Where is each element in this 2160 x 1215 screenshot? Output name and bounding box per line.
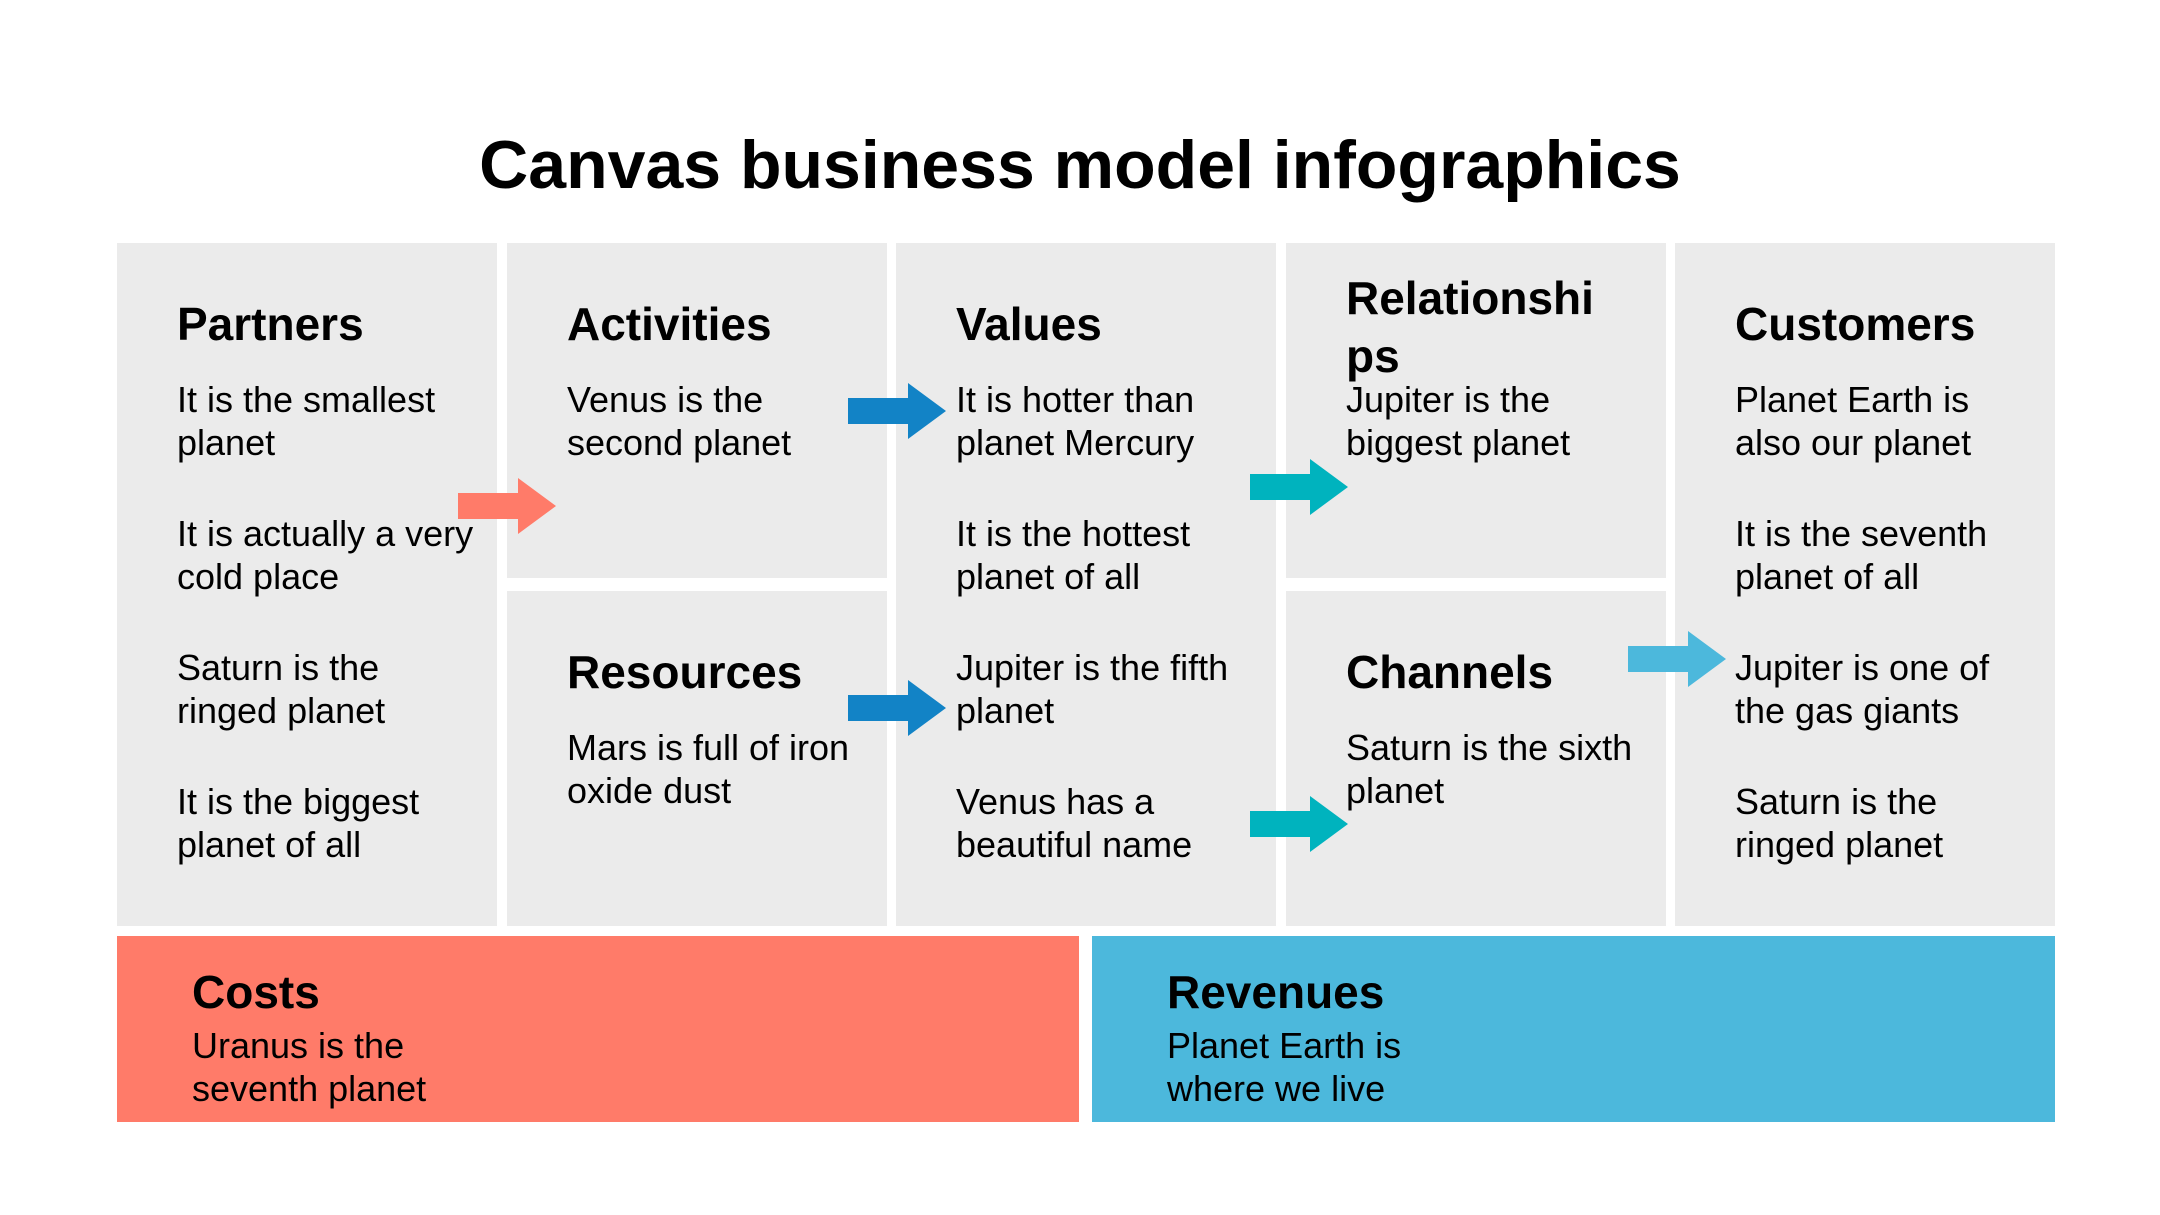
channels-list: Saturn is the sixth planet — [1346, 726, 1646, 860]
list-item: Mars is full of iron oxide dust — [567, 727, 850, 811]
customers-block: Customers Planet Earth is also our plane… — [1675, 243, 2055, 926]
relationships-list: Jupiter is the biggest planet — [1346, 378, 1646, 512]
partners-list: It is the smallest planet It is actually… — [177, 378, 477, 914]
customers-list: Planet Earth is also our planet It is th… — [1735, 378, 2035, 914]
list-item: It is hotter than planet Mercury — [956, 379, 1195, 463]
list-item: Venus has a beautiful name — [956, 781, 1193, 865]
resources-list: Mars is full of iron oxide dust — [567, 726, 867, 860]
values-list: It is hotter than planet Mercury It is t… — [956, 378, 1256, 914]
arrow-right-icon — [458, 478, 556, 534]
values-block: Values It is hotter than planet Mercury … — [896, 243, 1276, 926]
revenues-text: Planet Earth is where we live — [1167, 1025, 1402, 1109]
channels-heading: Channels — [1346, 646, 1554, 698]
relationships-block: Relationships Jupiter is the biggest pla… — [1286, 243, 1666, 578]
list-item: Venus is the second planet — [567, 379, 792, 463]
activities-block: Activities Venus is the second planet — [507, 243, 887, 578]
revenues-heading: Revenues — [1167, 966, 1385, 1018]
list-item: Saturn is the ringed planet — [1735, 781, 1944, 865]
customers-heading: Customers — [1735, 298, 1976, 350]
resources-block: Resources Mars is full of iron oxide dus… — [507, 591, 887, 926]
resources-heading: Resources — [567, 646, 803, 698]
list-item: It is the biggest planet of all — [177, 781, 420, 865]
relationships-heading: Relationships — [1346, 272, 1594, 382]
activities-heading: Activities — [567, 298, 772, 350]
list-item: Jupiter is the fifth planet — [956, 647, 1229, 731]
list-item: It is the hottest planet of all — [956, 513, 1191, 597]
costs-heading: Costs — [192, 966, 320, 1018]
list-item: It is the seventh planet of all — [1735, 513, 1988, 597]
list-item: Jupiter is one of the gas giants — [1735, 647, 1990, 731]
activities-list: Venus is the second planet — [567, 378, 867, 512]
partners-block: Partners It is the smallest planet It is… — [117, 243, 497, 926]
costs-block: Costs Uranus is the seventh planet — [117, 936, 1079, 1122]
list-item: Planet Earth is also our planet — [1735, 379, 1972, 463]
arrow-right-icon — [1250, 459, 1348, 515]
channels-block: Channels Saturn is the sixth planet — [1286, 591, 1666, 926]
list-item: Jupiter is the biggest planet — [1346, 379, 1571, 463]
values-heading: Values — [956, 298, 1102, 350]
list-item: Saturn is the ringed planet — [177, 647, 386, 731]
revenues-block: Revenues Planet Earth is where we live — [1092, 936, 2055, 1122]
arrow-right-icon — [848, 383, 946, 439]
costs-text: Uranus is the seventh planet — [192, 1025, 427, 1109]
partners-heading: Partners — [177, 298, 364, 350]
arrow-right-icon — [1250, 796, 1348, 852]
page-title: Canvas business model infographics — [479, 127, 1681, 203]
arrow-right-icon — [1628, 631, 1726, 687]
list-item: It is actually a very cold place — [177, 513, 474, 597]
list-item: It is the smallest planet — [177, 379, 436, 463]
arrow-right-icon — [848, 680, 946, 736]
list-item: Saturn is the sixth planet — [1346, 727, 1633, 811]
